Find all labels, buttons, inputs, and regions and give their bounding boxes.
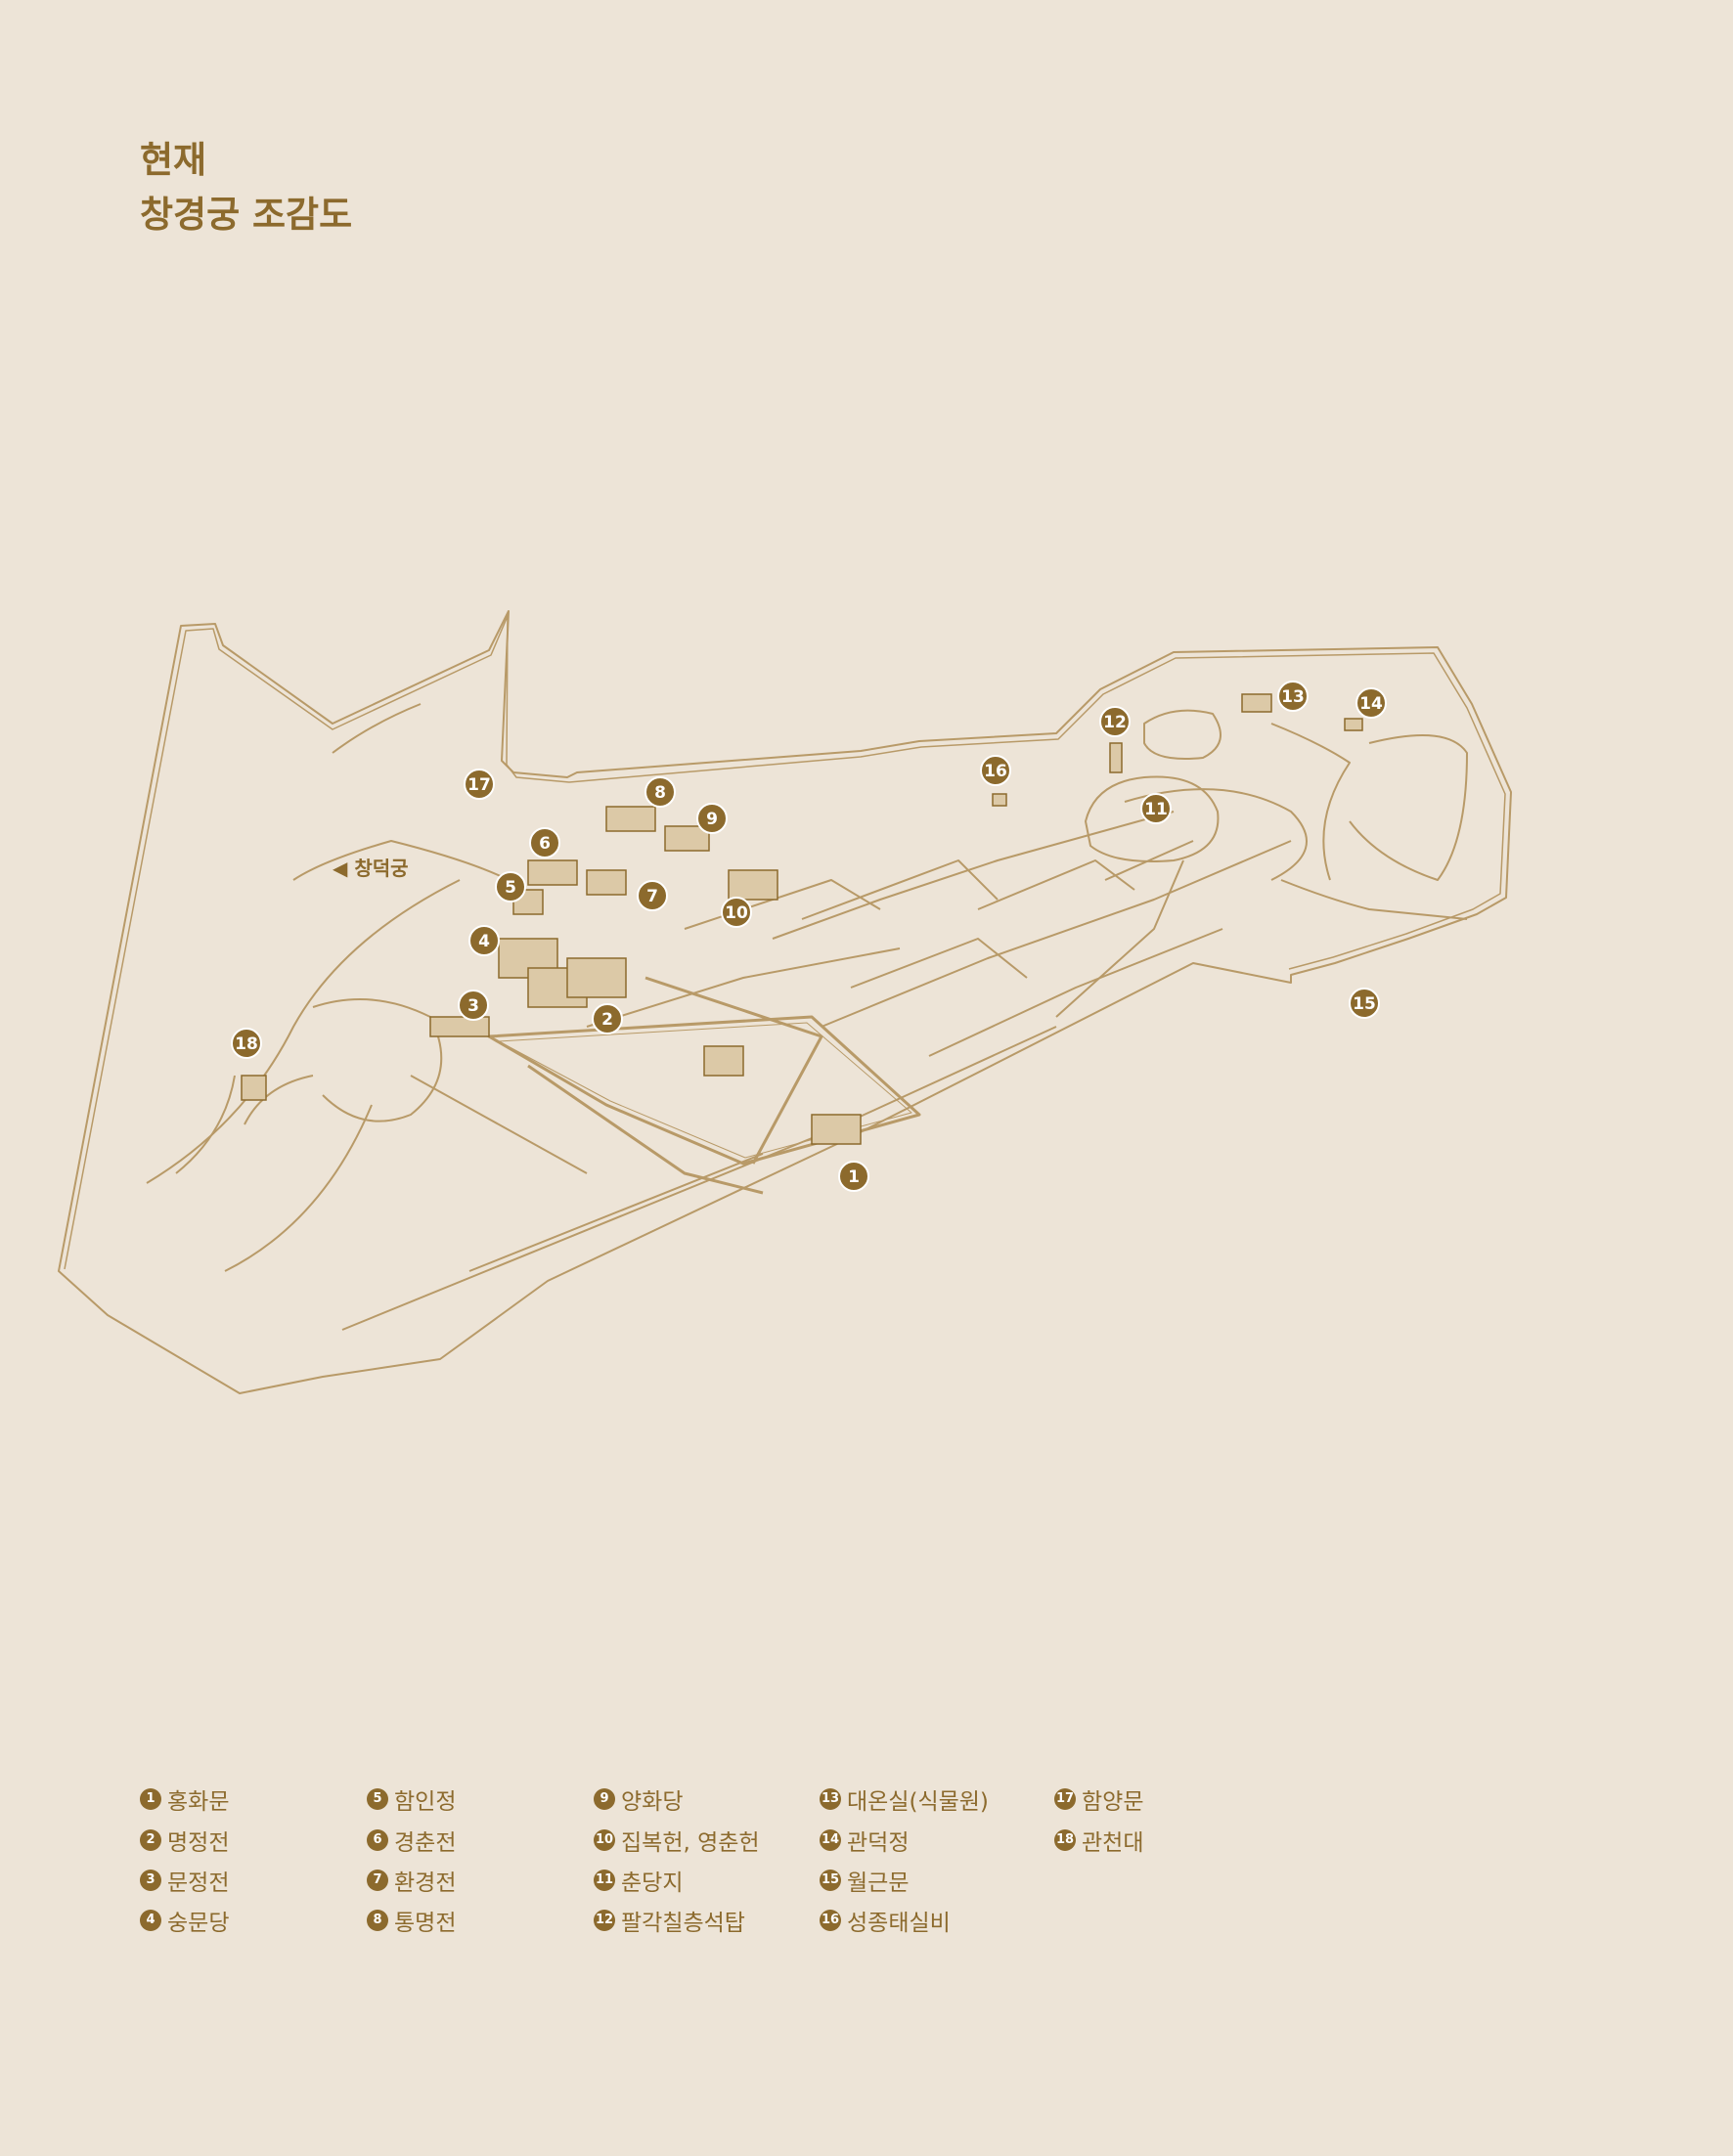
title-line-2: 창경궁 조감도	[140, 194, 353, 236]
svg-text:9: 9	[706, 810, 718, 829]
marker-10[interactable]: 10	[721, 897, 752, 928]
marker-8[interactable]: 8	[644, 776, 676, 808]
marker-14[interactable]: 14	[1355, 687, 1387, 719]
palace-aerial-map: 1 2 3 4 5 6 7 8 9 10 11 12 13 14 15 16 1…	[58, 610, 1512, 1394]
svg-text:3: 3	[467, 996, 479, 1016]
marker-3[interactable]: 3	[458, 990, 489, 1021]
marker-7[interactable]: 7	[637, 880, 668, 911]
title-line-1: 현재	[140, 139, 207, 181]
svg-text:7: 7	[646, 887, 658, 906]
svg-text:8: 8	[654, 783, 666, 803]
svg-text:6: 6	[539, 834, 551, 854]
marker-1[interactable]: 1	[838, 1161, 869, 1192]
marker-2[interactable]: 2	[592, 1003, 623, 1034]
svg-text:14: 14	[1359, 694, 1383, 714]
pond-chundangji	[1085, 775, 1220, 862]
svg-text:11: 11	[1144, 800, 1168, 819]
map-title: 현재 창경궁 조감도	[140, 133, 352, 242]
svg-text:5: 5	[505, 878, 516, 898]
marker-17[interactable]: 17	[464, 769, 495, 800]
svg-text:18: 18	[235, 1034, 258, 1054]
svg-text:10: 10	[725, 903, 748, 923]
marker-13[interactable]: 13	[1277, 681, 1309, 712]
svg-text:12: 12	[1103, 713, 1127, 732]
svg-text:2: 2	[601, 1010, 613, 1030]
marker-6[interactable]: 6	[529, 827, 560, 858]
marker-4[interactable]: 4	[468, 925, 500, 956]
svg-text:16: 16	[984, 762, 1007, 781]
marker-12[interactable]: 12	[1099, 706, 1131, 737]
outer-wall	[58, 610, 1512, 1394]
svg-text:15: 15	[1353, 994, 1376, 1014]
marker-16[interactable]: 16	[980, 755, 1011, 786]
marker-5[interactable]: 5	[495, 871, 526, 902]
svg-text:1: 1	[848, 1167, 860, 1187]
direction-label-changdeokgung: ◀ 창덕궁	[333, 857, 409, 880]
svg-text:4: 4	[478, 932, 490, 951]
svg-text:13: 13	[1281, 687, 1305, 707]
marker-18[interactable]: 18	[231, 1028, 262, 1059]
marker-11[interactable]: 11	[1140, 793, 1172, 824]
svg-text:17: 17	[467, 775, 491, 795]
marker-15[interactable]: 15	[1349, 988, 1380, 1019]
marker-9[interactable]: 9	[696, 803, 728, 834]
